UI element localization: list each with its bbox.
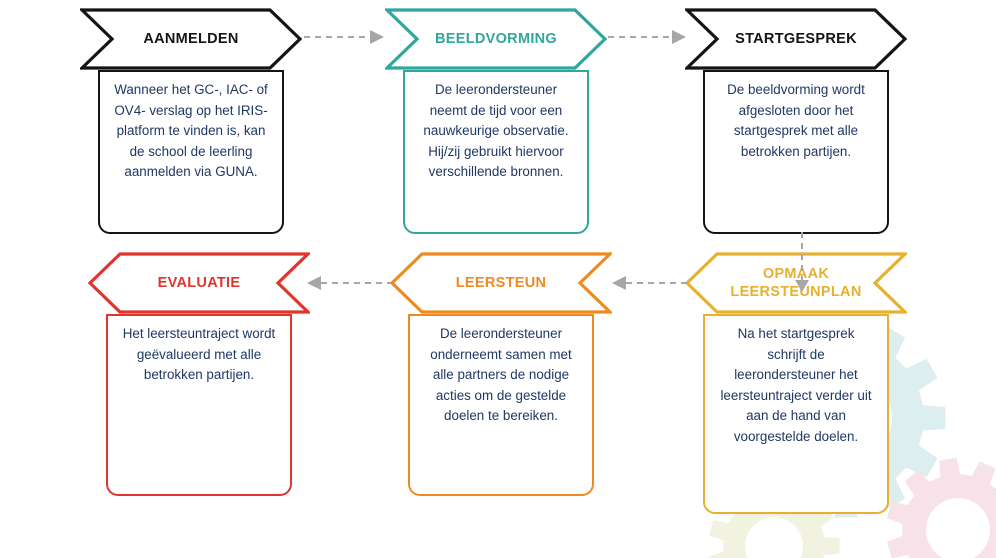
chevron-right-shape bbox=[685, 8, 907, 70]
step-description-startgesprek: De beeldvorming wordt afgesloten door he… bbox=[727, 82, 865, 159]
step-title-startgesprek: STARTGESPREK bbox=[735, 30, 857, 47]
body-top-edge bbox=[702, 314, 890, 317]
connector-beeldvorming-to-startgesprek bbox=[608, 24, 690, 50]
chevron-left-shape bbox=[390, 252, 612, 314]
step-description-aanmelden: Wanneer het GC-, IAC- of OV4- verslag op… bbox=[114, 82, 268, 179]
step-description-beeldvorming: De leerondersteuner neemt de tijd voor e… bbox=[423, 82, 569, 179]
connector-opmaak-to-leersteun bbox=[610, 270, 692, 296]
body-top-edge bbox=[97, 70, 285, 73]
arrow-right-icon bbox=[608, 30, 686, 44]
connector-aanmelden-to-beeldvorming bbox=[304, 24, 388, 50]
step-banner-leersteun[interactable]: LEERSTEUN bbox=[390, 252, 612, 314]
step-banner-beeldvorming[interactable]: BEELDVORMING bbox=[385, 8, 607, 70]
arrow-down-icon bbox=[795, 232, 809, 292]
step-body-opmaak-leersteunplan: Na het startgesprek schrijft de leeronde… bbox=[702, 314, 890, 514]
step-title-line-2: LEERSTEUNPLAN bbox=[730, 284, 862, 300]
chevron-right-shape bbox=[385, 8, 607, 70]
process-step-startgesprek[interactable]: STARTGESPREK De beeldvorming wordt afges… bbox=[685, 8, 907, 234]
step-body-aanmelden: Wanneer het GC-, IAC- of OV4- verslag op… bbox=[97, 70, 285, 234]
step-banner-opmaak-leersteunplan[interactable]: OPMAAK LEERSTEUNPLAN bbox=[685, 252, 907, 314]
step-title-aanmelden: AANMELDEN bbox=[143, 30, 239, 47]
arrow-left-icon bbox=[612, 276, 692, 290]
chevron-left-shape bbox=[88, 252, 310, 314]
body-top-edge bbox=[105, 314, 293, 317]
step-title-leersteun: LEERSTEUN bbox=[455, 274, 547, 291]
step-description-opmaak-leersteunplan: Na het startgesprek schrijft de leeronde… bbox=[720, 326, 872, 444]
step-title-line-1: OPMAAK bbox=[762, 265, 830, 282]
process-step-evaluatie[interactable]: EVALUATIE Het leersteuntraject wordt geë… bbox=[88, 252, 310, 496]
step-body-evaluatie: Het leersteuntraject wordt geëvalueerd m… bbox=[105, 314, 293, 496]
step-body-beeldvorming: De leerondersteuner neemt de tijd voor e… bbox=[402, 70, 590, 234]
process-step-beeldvorming[interactable]: BEELDVORMING De leerondersteuner neemt d… bbox=[385, 8, 607, 234]
body-top-edge bbox=[702, 70, 890, 73]
step-title-beeldvorming: BEELDVORMING bbox=[434, 30, 558, 47]
step-body-leersteun: De leerondersteuner onderneemt samen met… bbox=[407, 314, 595, 496]
process-step-leersteun[interactable]: LEERSTEUN De leerondersteuner onderneemt… bbox=[390, 252, 612, 496]
chevron-right-shape bbox=[80, 8, 302, 70]
step-banner-evaluatie[interactable]: EVALUATIE bbox=[88, 252, 310, 314]
step-body-startgesprek: De beeldvorming wordt afgesloten door he… bbox=[702, 70, 890, 234]
process-step-aanmelden[interactable]: AANMELDEN Wanneer het GC-, IAC- of OV4- … bbox=[80, 8, 302, 234]
connector-leersteun-to-evaluatie bbox=[305, 270, 391, 296]
step-description-evaluatie: Het leersteuntraject wordt geëvalueerd m… bbox=[122, 326, 276, 382]
step-banner-aanmelden[interactable]: AANMELDEN bbox=[80, 8, 302, 70]
connector-startgesprek-to-opmaak bbox=[789, 232, 815, 294]
step-description-leersteun: De leerondersteuner onderneemt samen met… bbox=[430, 326, 572, 423]
step-title-opmaak-leersteunplan: OPMAAK LEERSTEUNPLAN bbox=[685, 252, 907, 314]
step-title-evaluatie: EVALUATIE bbox=[157, 274, 241, 291]
body-top-edge bbox=[407, 314, 595, 317]
arrow-left-icon bbox=[307, 276, 391, 290]
body-top-edge bbox=[402, 70, 590, 73]
arrow-right-icon bbox=[304, 30, 384, 44]
step-banner-startgesprek[interactable]: STARTGESPREK bbox=[685, 8, 907, 70]
